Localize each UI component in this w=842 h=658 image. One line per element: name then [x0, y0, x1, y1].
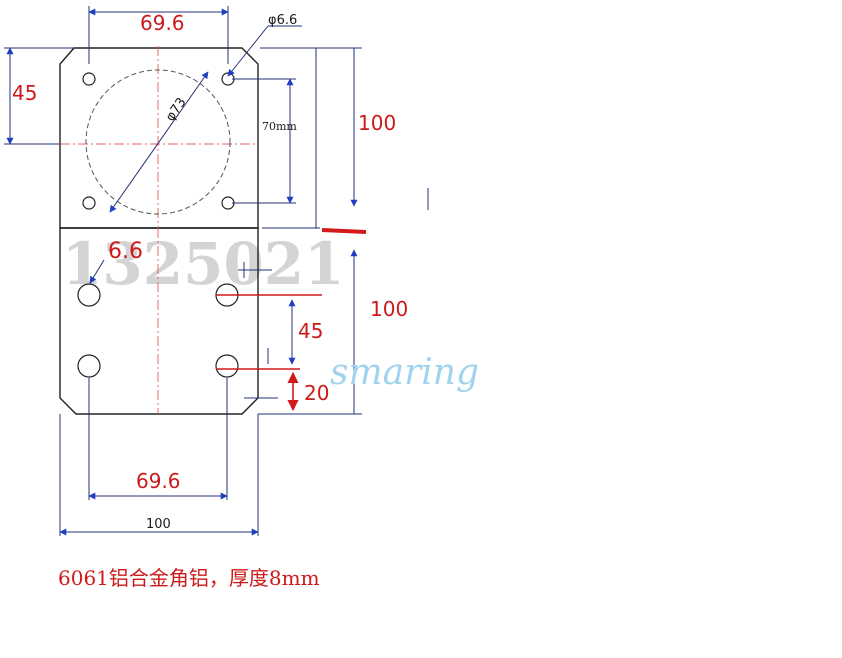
motor-bore-circle [85, 69, 231, 215]
hole-mid-left [82, 196, 96, 210]
label-bottom-width: 69.6 [136, 469, 181, 493]
dim-circle-diameter-line [109, 71, 209, 213]
label-edge-offset: 20 [304, 381, 329, 405]
extension-lines [4, 6, 362, 536]
lower-plate-outline [59, 227, 259, 415]
watermark-brand: smaring [330, 352, 479, 393]
hole-low-left-2 [77, 354, 101, 378]
label-hole-spacing: 45 [298, 319, 323, 343]
label-upper-height: 100 [358, 111, 396, 135]
label-inner-70: 70mm [262, 120, 297, 133]
red-extension-lines [216, 294, 322, 370]
red-divider-mark [321, 228, 367, 234]
dimension-lines [6, 8, 429, 536]
hole-top-left [82, 72, 96, 86]
label-lower-height: 100 [370, 297, 408, 321]
label-hole-dia-top: φ6.6 [268, 13, 297, 28]
label-circle-dia: φ73 [163, 95, 190, 124]
caption-text: 6061铝合金角铝，厚度8mm [58, 566, 320, 590]
hole-low-right-2 [215, 354, 239, 378]
label-left-height: 45 [12, 81, 37, 105]
hole-leader-bottom [89, 259, 105, 284]
label-hole-dia-bottom: 6.6 [108, 239, 143, 264]
upper-holes [82, 72, 235, 210]
label-overall-width: 100 [146, 517, 171, 532]
hole-leader-top [227, 25, 269, 77]
watermark-code: 1325021 [62, 230, 345, 298]
label-top-width: 69.6 [140, 11, 185, 35]
hole-low-left-1 [77, 283, 101, 307]
